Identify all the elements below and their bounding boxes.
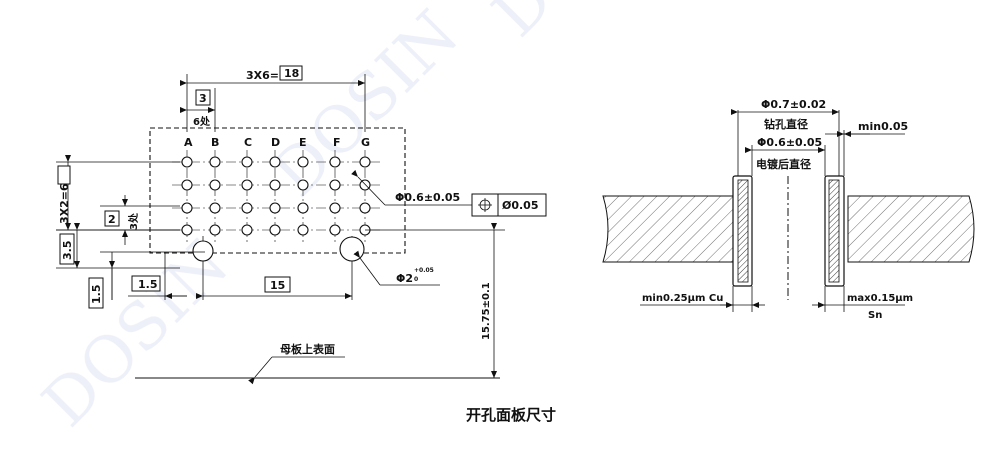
large-hole-left xyxy=(192,240,214,262)
min-plating-dimension: min0.05 xyxy=(825,120,908,176)
svg-text:DOSIN: DOSIN xyxy=(479,0,693,51)
drawing-caption: 开孔面板尺寸 xyxy=(466,406,556,424)
pin-hole xyxy=(329,224,341,236)
column-label-d: D xyxy=(271,136,280,149)
svg-text:max0.15μm: max0.15μm xyxy=(847,293,913,304)
pin-hole xyxy=(269,179,281,191)
pin-hole xyxy=(269,224,281,236)
svg-text:Sn: Sn xyxy=(868,310,882,321)
offset-vertical-dimension: 3.5 xyxy=(56,223,180,269)
pin-hole xyxy=(181,179,193,191)
offset-horizontal-dimension: 1.5 xyxy=(128,252,187,300)
column-label-a: A xyxy=(184,136,193,149)
pin-hole xyxy=(359,202,371,214)
large-hole-spacing-dimension: 15 xyxy=(196,276,352,299)
pin-hole xyxy=(329,156,341,168)
column-labels: A B C D E F G xyxy=(184,136,370,149)
pin-hole xyxy=(359,179,371,191)
svg-text:母板上表面: 母板上表面 xyxy=(280,342,335,356)
svg-text:3.5: 3.5 xyxy=(61,241,74,261)
cu-plating-dimension: min0.25μm Cu xyxy=(640,286,765,312)
right-view: Φ0.7±0.02 钻孔直径 Φ0.6±0.05 电镀后直径 min0.05 xyxy=(602,98,975,321)
pin-hole xyxy=(209,179,221,191)
svg-text:钻孔直径: 钻孔直径 xyxy=(764,117,808,131)
svg-text:15: 15 xyxy=(270,279,285,292)
svg-text:Φ0.6±0.05: Φ0.6±0.05 xyxy=(757,136,822,149)
pin-hole xyxy=(241,156,253,168)
svg-text:Φ0.6±0.05: Φ0.6±0.05 xyxy=(395,191,460,204)
connector-outline xyxy=(149,127,406,254)
pin-hole xyxy=(241,179,253,191)
svg-text:min0.25μm Cu: min0.25μm Cu xyxy=(642,293,723,304)
sn-plating-dimension: max0.15μm Sn xyxy=(812,286,913,321)
svg-text:min0.05: min0.05 xyxy=(858,120,908,133)
pin-hole xyxy=(241,224,253,236)
board-section-right xyxy=(847,195,975,263)
board-surface: 母板上表面 xyxy=(135,342,500,385)
large-hole-right xyxy=(339,236,365,262)
svg-text:Φ0.7±0.02: Φ0.7±0.02 xyxy=(761,98,826,111)
board-section-left xyxy=(602,195,734,263)
drill-diameter-dimension: Φ0.7±0.02 钻孔直径 xyxy=(731,98,840,176)
pin-hole xyxy=(209,224,221,236)
pin-hole xyxy=(181,224,193,236)
svg-text:6处: 6处 xyxy=(193,115,211,128)
svg-text:1.5: 1.5 xyxy=(138,278,158,291)
svg-text:1.5: 1.5 xyxy=(90,285,103,305)
column-label-e: E xyxy=(299,136,307,149)
pin-hole xyxy=(329,202,341,214)
tolerance-value: Ø0.05 xyxy=(502,199,539,212)
left-view: A B C D E F G 3X6= 18 xyxy=(56,65,547,385)
pitch-total-dimension: 3X6= 18 xyxy=(180,65,366,132)
pitch-dimension: 3 6处 xyxy=(180,88,216,132)
column-label-c: C xyxy=(244,136,252,149)
svg-text:Φ2: Φ2 xyxy=(396,272,413,285)
pin-hole xyxy=(269,202,281,214)
pin-hole xyxy=(181,202,193,214)
svg-text:18: 18 xyxy=(284,67,299,80)
pin-hole xyxy=(329,179,341,191)
svg-text:3X2=6: 3X2=6 xyxy=(58,183,71,224)
pin-hole xyxy=(297,202,309,214)
svg-text:15.75±0.1: 15.75±0.1 xyxy=(481,282,492,340)
svg-text:3处: 3处 xyxy=(127,212,140,230)
column-label-g: G xyxy=(361,136,370,149)
column-label-b: B xyxy=(211,136,219,149)
svg-text:+0.05: +0.05 xyxy=(414,267,434,274)
svg-text:2: 2 xyxy=(108,213,116,226)
pin-hole xyxy=(241,202,253,214)
hole-grid xyxy=(172,150,380,242)
svg-text:0: 0 xyxy=(414,276,418,283)
svg-text:3X6=: 3X6= xyxy=(246,69,279,82)
pin-hole xyxy=(297,179,309,191)
pin-hole xyxy=(359,156,371,168)
large-hole-callout: Φ2 +0.05 0 xyxy=(353,250,440,286)
svg-text:电镀后直径: 电镀后直径 xyxy=(756,157,811,171)
height-dimension: 15.75±0.1 xyxy=(365,223,505,378)
column-label-f: F xyxy=(333,136,341,149)
row-pitch-dimension: 2 3处 xyxy=(100,195,180,245)
pin-hole xyxy=(209,202,221,214)
pin-hole xyxy=(269,156,281,168)
pin-hole xyxy=(181,156,193,168)
pin-hole xyxy=(209,156,221,168)
plated-diameter-dimension: Φ0.6±0.05 电镀后直径 xyxy=(745,136,826,176)
vertical-total-dimension: 3X2=6 xyxy=(56,155,180,231)
offset-vertical-small-dimension: 1.5 xyxy=(88,251,205,309)
small-hole-callout: Φ0.6±0.05 Ø0.05 xyxy=(350,169,547,217)
pin-hole xyxy=(297,224,309,236)
pin-hole xyxy=(297,156,309,168)
svg-text:3: 3 xyxy=(199,92,207,105)
